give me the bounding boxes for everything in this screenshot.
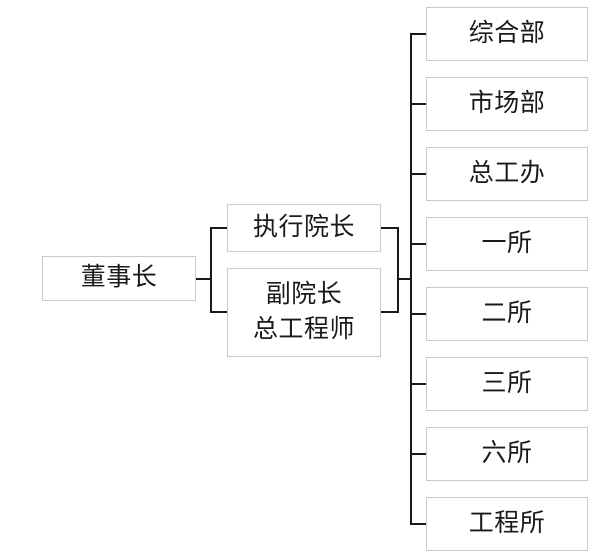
node-exec-dean[interactable]: 执行院长 <box>227 204 381 252</box>
node-chairman-label: 董事长 <box>80 264 158 292</box>
connector-exec-dean-to-right-bracket <box>381 227 399 229</box>
node-dept-institute-1-label: 一所 <box>481 229 533 257</box>
node-dept-engineering-label: 工程所 <box>468 509 546 537</box>
node-dept-general[interactable]: 综合部 <box>426 7 588 61</box>
node-vice-dean-chief-engineer[interactable]: 副院长 总工程师 <box>227 268 381 357</box>
connector-trunk-to-dept-engineering <box>410 523 427 525</box>
connector-right-bracket-spine <box>397 227 399 313</box>
connector-bracket-to-vice-dean <box>210 311 228 313</box>
connector-trunk-to-dept-market <box>410 103 427 105</box>
connector-chairman-to-bracket <box>196 278 212 280</box>
node-dept-engineering[interactable]: 工程所 <box>426 497 588 551</box>
node-dept-institute-3-label: 三所 <box>481 369 533 397</box>
node-exec-dean-label: 执行院长 <box>252 213 355 241</box>
connector-trunk-to-dept-general <box>410 33 427 35</box>
connector-department-trunk <box>410 33 412 524</box>
node-dept-market[interactable]: 市场部 <box>426 77 588 131</box>
node-dept-chief-engineer-office[interactable]: 总工办 <box>426 147 588 201</box>
connector-vice-dean-to-right-bracket <box>381 311 399 313</box>
node-chairman[interactable]: 董事长 <box>42 256 196 301</box>
connector-trunk-to-dept-institute-2 <box>410 313 427 315</box>
node-dept-chief-engineer-office-label: 总工办 <box>468 159 546 187</box>
connector-trunk-to-dept-chief-engineer-office <box>410 173 427 175</box>
node-dept-general-label: 综合部 <box>468 19 546 47</box>
connector-right-bracket-to-trunk <box>397 278 412 280</box>
node-dept-institute-2-label: 二所 <box>481 299 533 327</box>
connector-bracket-to-exec-dean <box>210 227 228 229</box>
node-dept-institute-2[interactable]: 二所 <box>426 287 588 341</box>
node-vice-dean-label-line2: 总工程师 <box>252 315 355 343</box>
node-vice-dean-label-line1: 副院长 <box>265 281 343 308</box>
node-dept-institute-6[interactable]: 六所 <box>426 427 588 481</box>
connector-trunk-to-dept-institute-3 <box>410 383 427 385</box>
connector-left-bracket-spine <box>210 227 212 313</box>
connector-trunk-to-dept-institute-1 <box>410 243 427 245</box>
node-dept-institute-1[interactable]: 一所 <box>426 217 588 271</box>
node-dept-market-label: 市场部 <box>468 89 546 117</box>
node-dept-institute-6-label: 六所 <box>481 439 533 467</box>
node-dept-institute-3[interactable]: 三所 <box>426 357 588 411</box>
connector-trunk-to-dept-institute-6 <box>410 453 427 455</box>
